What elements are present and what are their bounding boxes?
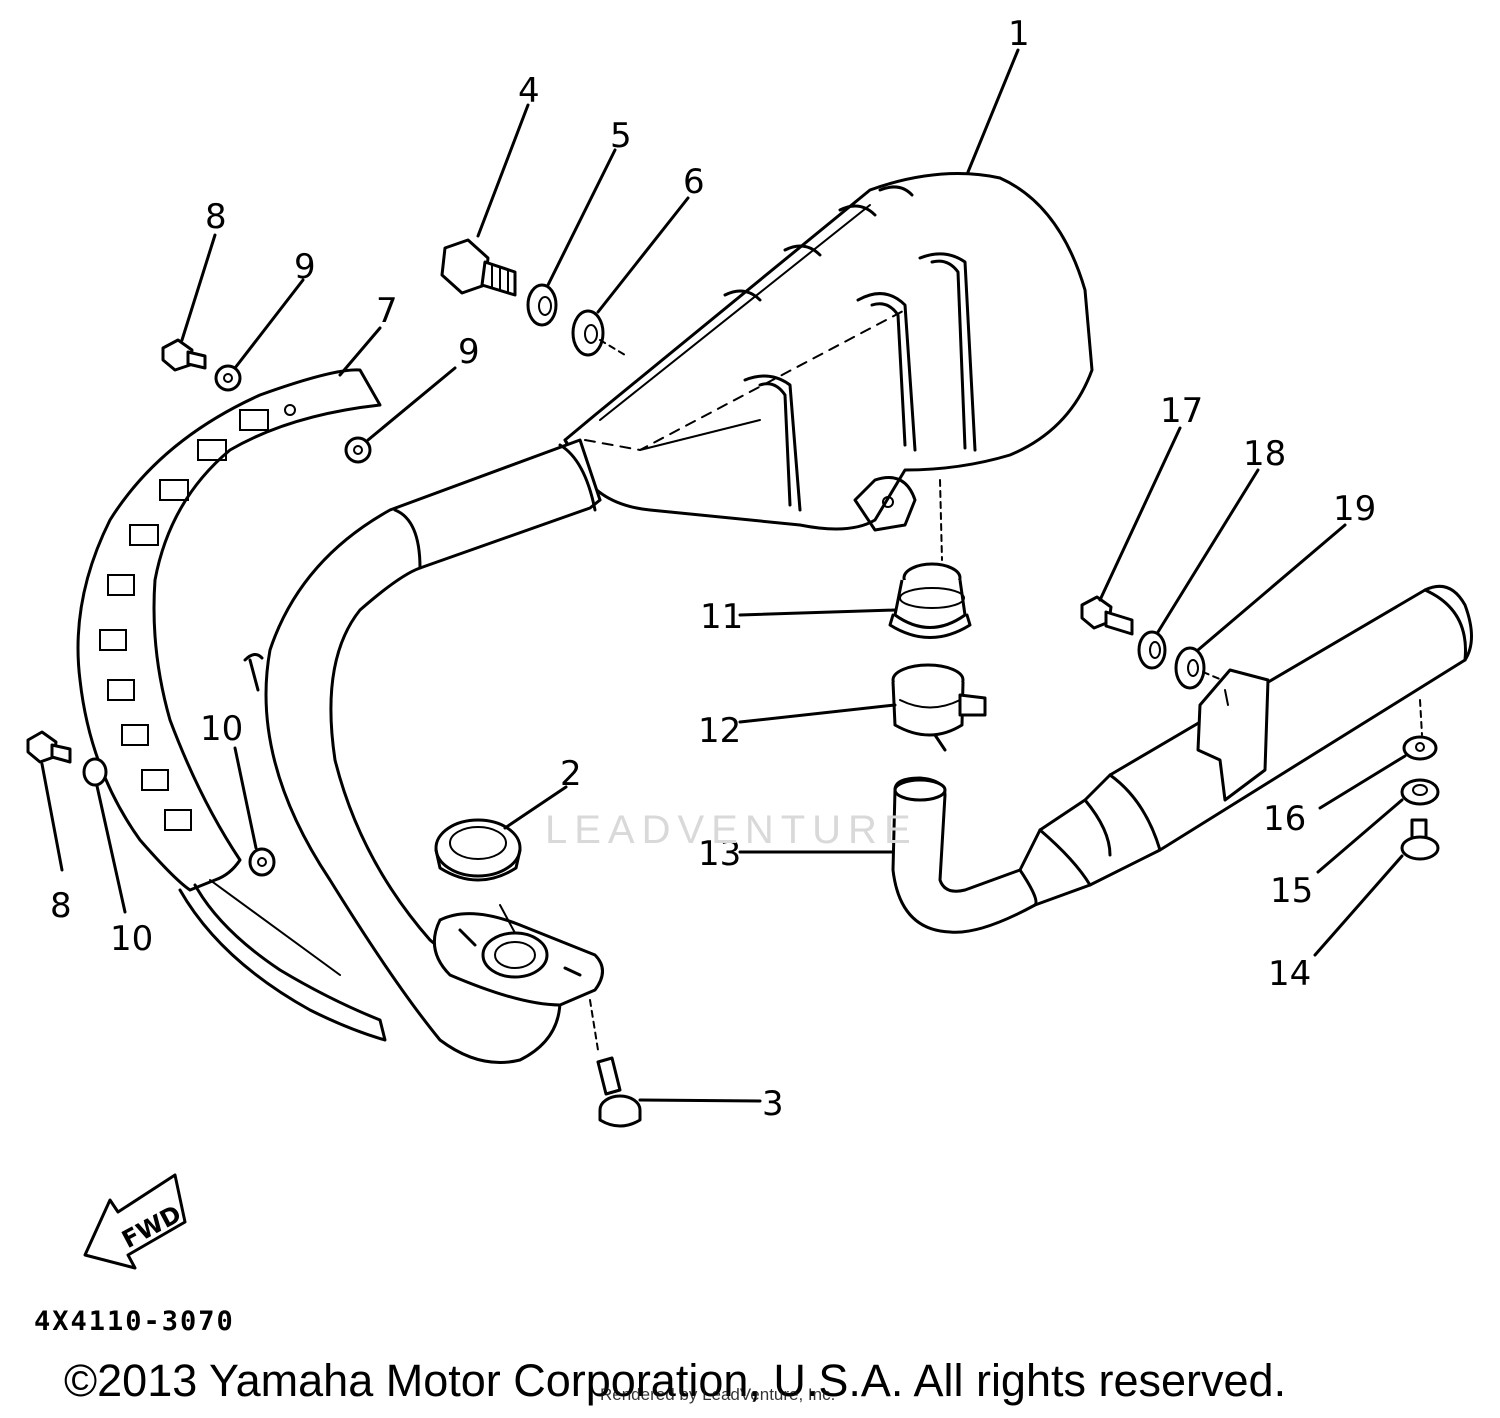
callout-15: 15: [1270, 871, 1313, 911]
bolt-part-3[interactable]: [589, 999, 642, 1128]
muffler-part-13[interactable]: [891, 584, 1473, 934]
washer-part-15[interactable]: [1400, 778, 1440, 806]
callout-11: 11: [700, 597, 743, 637]
callout-7: 7: [376, 291, 398, 331]
callout-17: 17: [1160, 391, 1203, 431]
bolt-part-8-upper[interactable]: [161, 338, 207, 372]
callout-16: 16: [1263, 799, 1306, 839]
drawing-code: 4X4110-3070: [34, 1306, 235, 1337]
callout-10-left: 10: [110, 919, 153, 959]
leader-lines: [40, 48, 1407, 1103]
exhaust-chamber-part-1[interactable]: [243, 172, 1094, 1064]
nut-part-16[interactable]: [1402, 735, 1438, 761]
washer-part-9-upper[interactable]: [214, 364, 242, 392]
washer-part-10-left[interactable]: [82, 757, 108, 787]
callout-9-upper: 9: [294, 247, 316, 287]
bolt-part-8-lower[interactable]: [26, 730, 72, 764]
rendered-by-credit: Rendered by LeadVenture, Inc.: [600, 1385, 836, 1404]
callout-18: 18: [1243, 434, 1286, 474]
callout-6: 6: [683, 162, 705, 202]
protector-part-7[interactable]: [76, 368, 387, 1042]
copyright-notice: ©2013 Yamaha Motor Corporation, U.S.A. A…: [64, 1355, 1287, 1406]
washer-part-9-lower[interactable]: [344, 436, 372, 464]
gasket-part-2[interactable]: [434, 818, 522, 882]
callout-19: 19: [1333, 489, 1376, 529]
leadventure-watermark: LEADVENTURE: [545, 808, 918, 852]
bolt-part-4[interactable]: [440, 238, 517, 297]
callout-10-right: 10: [200, 709, 243, 749]
bolt-part-17[interactable]: [1080, 595, 1134, 636]
clamp-part-12[interactable]: [891, 663, 987, 752]
washer-part-18[interactable]: [1137, 630, 1167, 670]
callout-2: 2: [560, 754, 582, 794]
callout-1: 1: [1008, 14, 1030, 54]
callout-4: 4: [518, 71, 540, 111]
washer-part-5[interactable]: [526, 283, 558, 327]
callout-labels: 1 2 3 4 5 6 7 8 8 9 9 10 10 11 12 13 14 …: [50, 14, 1376, 1124]
callout-8-upper: 8: [205, 197, 227, 237]
washer-part-10-right[interactable]: [248, 847, 276, 877]
washer-part-6[interactable]: [571, 309, 626, 357]
callout-8-lower: 8: [50, 886, 72, 926]
callout-14: 14: [1268, 954, 1311, 994]
callout-3: 3: [762, 1084, 784, 1124]
forward-direction-arrow: FWD: [83, 1173, 187, 1270]
damper-part-11[interactable]: [888, 479, 972, 639]
washer-part-19[interactable]: [1174, 646, 1223, 690]
callout-13: 13: [698, 834, 741, 874]
exhaust-parts-diagram: 1 2 3 4 5 6 7 8 8 9 9 10 10 11 12 13 14 …: [26, 14, 1473, 1270]
bolt-part-14[interactable]: [1400, 818, 1440, 861]
callout-12: 12: [698, 711, 741, 751]
callout-5: 5: [610, 116, 632, 156]
callout-9-lower: 9: [458, 332, 480, 372]
